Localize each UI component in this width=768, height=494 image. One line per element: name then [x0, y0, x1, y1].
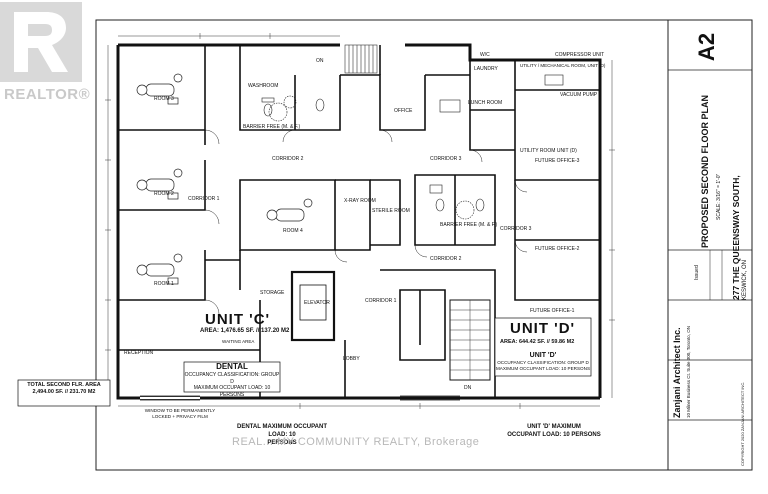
unit-c-use-box: DENTAL OCCUPANCY CLASSIFICATION: GROUP D…: [184, 362, 280, 398]
corridor-1-low-label: CORRIDOR 1: [365, 298, 397, 304]
unit-d-use-box: UNIT 'D' OCCUPANCY CLASSIFICATION: GROUP…: [495, 351, 591, 376]
corridor-d-label: CORRIDOR 3: [500, 226, 532, 232]
project-address: 277 THE QUEENSWAY SOUTH,: [731, 175, 741, 300]
future-office-1-label: FUTURE OFFICE-1: [530, 308, 575, 314]
unit-d-classification: OCCUPANCY CLASSIFICATION: GROUP D: [497, 360, 589, 366]
room-2-label: ROOM 2: [154, 191, 174, 197]
total-area-label: TOTAL SECOND FLR. AREA: [27, 382, 101, 388]
wc-label: W/C: [480, 52, 490, 58]
reception-label: RECEPTION: [124, 350, 154, 356]
unit-c-occupant-load: MAXIMUM OCCUPANT LOAD: 10 PERSONS: [193, 385, 271, 398]
project-city: KESWICK, ON: [742, 259, 748, 300]
unitd-max-note: UNIT 'D' MAXIMUM OCCUPANT LOAD: 10 PERSO…: [494, 424, 614, 440]
future-office-3-label: FUTURE OFFICE-3: [535, 158, 580, 164]
drawing-scale: SCALE: 3/16" = 1'-0": [716, 173, 722, 220]
corridor-3-label: CORRIDOR 3: [430, 156, 462, 162]
dental-max-line2: PERSONS: [267, 439, 297, 446]
compressor-label: COMPRESSOR UNIT: [555, 52, 605, 58]
unit-c-classification: OCCUPANCY CLASSIFICATION: GROUP D: [184, 372, 280, 385]
firm-name: Zanjani Architect Inc.: [672, 327, 682, 418]
total-area-box: TOTAL SECOND FLR. AREA 2,494.00 SF. // 2…: [18, 382, 110, 397]
realtor-logo: REALTOR®: [0, 0, 90, 110]
drawing-title: PROPOSED SECOND FLOOR PLAN: [700, 94, 710, 248]
stair-dn-label: DN: [464, 385, 472, 391]
room-3-label: ROOM 3: [154, 96, 174, 102]
unit-d-area: AREA: 644.42 SF. // 59.86 M2: [500, 339, 575, 345]
corridor-2-top-label: CORRIDOR 2: [272, 156, 304, 162]
vacuum-pump-label: VACUUM PUMP: [560, 92, 598, 98]
unitd-max-line1: UNIT 'D' MAXIMUM: [527, 424, 581, 430]
sheet-number: A2: [694, 32, 719, 62]
unit-d-use: UNIT 'D': [529, 352, 557, 359]
corridor-2-mid-label: CORRIDOR 2: [430, 256, 462, 262]
total-area-value: 2,494.00 SF. // 231.70 M2: [32, 389, 96, 396]
lunch-room-label: LUNCH ROOM: [468, 100, 503, 106]
room-4-label: ROOM 4: [283, 228, 303, 234]
copyright: COPYRIGHT 2020 ZANJANI ARCHITECT INC.: [740, 381, 745, 466]
brokerage-watermark: REAL... MY COMMUNITY REALTY, Brokerage: [232, 436, 480, 448]
laundry-label: LAUNDRY: [474, 66, 498, 72]
washroom-label: WASHROOM: [248, 83, 279, 89]
barrier-free-c-label: BARRIER FREE (M. & F.): [243, 124, 301, 130]
unit-c-title: UNIT 'C': [205, 311, 271, 328]
unit-d-title: UNIT 'D': [510, 320, 576, 337]
window-note: WINDOW TO BE PERMANENTLY LOCKED + PRIVAC…: [144, 408, 216, 419]
realtor-r-icon: [0, 2, 82, 82]
sterile-label: STERILE ROOM: [372, 208, 410, 214]
utility-room-d-label: UTILITY ROOM UNIT (D): [520, 148, 577, 154]
xray-label: X-RAY ROOM: [344, 198, 376, 204]
lobby-label: LOBBY: [343, 356, 360, 362]
dental-max-note: DENTAL MAXIMUM OCCUPANT LOAD: 10 PERSONS: [232, 424, 332, 447]
issued-header: Issued: [694, 265, 700, 280]
storage-label: STORAGE: [260, 290, 285, 296]
office-label: OFFICE: [394, 108, 413, 114]
utility-mech-label: UTILITY / MECHANICAL ROOM, UNIT (D): [520, 63, 606, 68]
corridor-1-left-label: CORRIDOR 1: [188, 196, 220, 202]
elevator-label: ELEVATOR: [304, 300, 330, 306]
unitd-max-line2: OCCUPANT LOAD: 10 PERSONS: [507, 431, 601, 438]
barrier-free-d-label: BARRIER FREE (M. & F.): [440, 222, 498, 228]
room-1-label: ROOM 1: [154, 281, 174, 287]
realtor-wordmark: REALTOR®: [4, 86, 91, 103]
future-office-2-label: FUTURE OFFICE-2: [535, 246, 580, 252]
dental-max-line1: DENTAL MAXIMUM OCCUPANT LOAD: 10: [237, 424, 327, 438]
unit-d-occupant-load: MAXIMUM OCCUPANT LOAD: 10 PERSONS: [495, 366, 591, 372]
firm-address: 10 Milner Business Ct. Suite 300, Toront…: [686, 326, 691, 418]
unit-c-area: AREA: 1,476.65 SF. // 137.20 M2: [200, 328, 290, 334]
unit-c-use-header: WAITING AREA: [222, 339, 255, 344]
unit-c-use: DENTAL: [216, 362, 248, 371]
stair-on-label: ON: [316, 58, 324, 64]
